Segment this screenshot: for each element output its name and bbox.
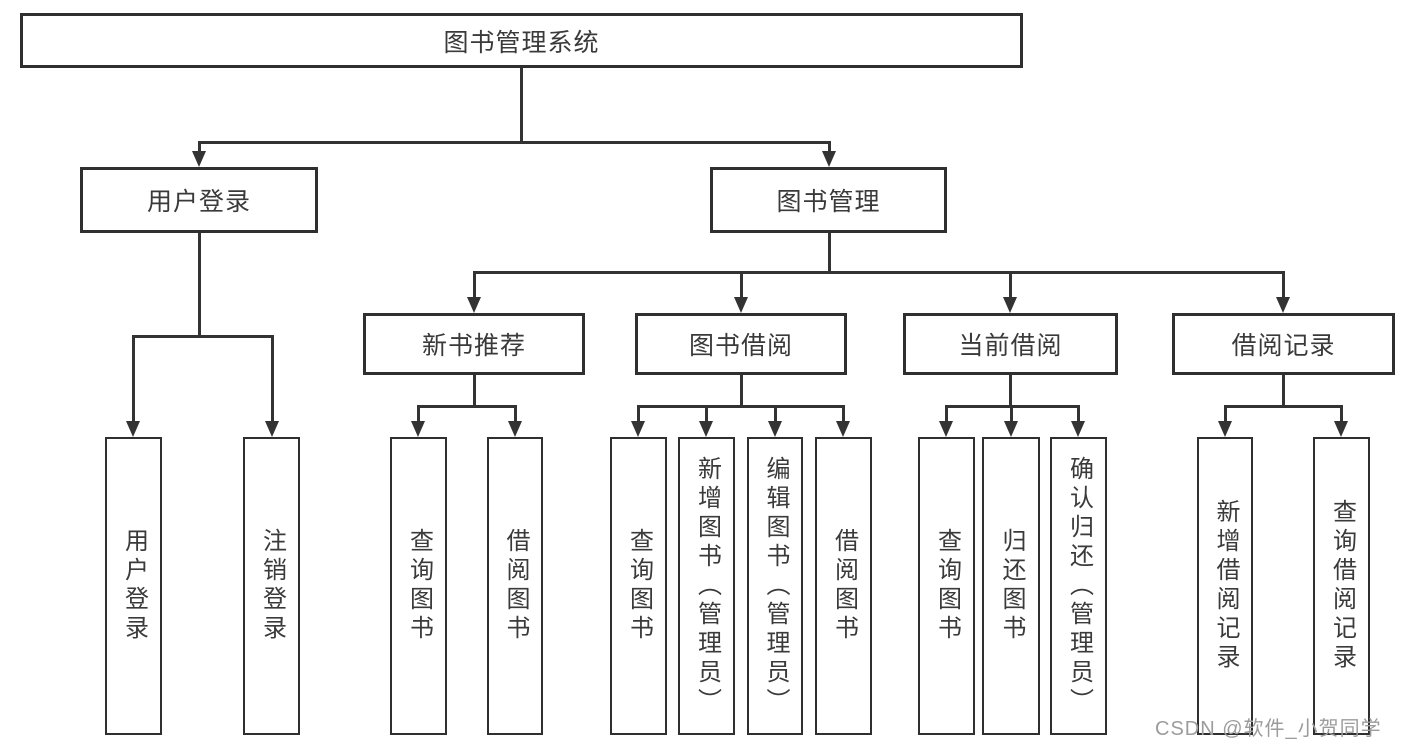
leaf-query-books-recommend: 查询图书 [390,437,447,735]
arrow-to-leaf-logout [265,335,279,437]
node-current-borrowing: 当前借阅 [903,313,1118,375]
leaf-query-books-borrow: 查询图书 [610,437,667,735]
arrow-to-leaf-edit-books [768,405,782,437]
leaf-borrow-books: 借阅图书 [815,437,872,735]
arrow-to-leaf-user-login [126,335,140,437]
arrow-to-leaf-query-current [939,405,953,437]
arrow-to-user-login [192,141,206,167]
arrow-to-current-borrowing [1003,271,1017,313]
arrow-to-new-book-recommendation [467,271,481,313]
leaf-label: 借阅图书 [502,528,529,644]
node-new-book-recommendation: 新书推荐 [363,313,585,375]
leaf-label: 借阅图书 [830,528,858,644]
leaf-return-books: 归还图书 [982,437,1040,735]
leaf-label: 查询图书 [405,528,433,644]
connector-user-login-stem [198,233,201,338]
connector-root-bar [198,141,831,144]
csdn-watermark: CSDN @软件_小贺同学 [1155,718,1382,740]
leaf-label: 新增借阅记录 [1212,499,1239,673]
connector-recommend-stem [473,375,476,408]
arrow-to-book-management [822,141,836,167]
node-label: 图书管理系统 [443,28,600,57]
leaf-query-borrow-record: 查询借阅记录 [1313,437,1370,735]
leaf-label: 注销登录 [258,528,286,644]
arrow-to-borrowing-records [1276,271,1290,313]
leaf-edit-books-admin: 编辑图书（管理员） [747,437,803,735]
leaf-label: 查询借阅记录 [1328,499,1356,673]
node-label: 图书借阅 [688,332,793,360]
connector-user-login-bar [132,335,274,338]
leaf-borrow-books-recommend: 借阅图书 [487,437,543,735]
leaf-query-books-current: 查询图书 [918,437,975,735]
connector-borrowing-bar [637,405,845,408]
connector-borrowing-stem [740,375,743,408]
node-label: 借阅记录 [1231,332,1336,360]
leaf-confirm-return-admin: 确认归还（管理员） [1050,437,1107,735]
connector-records-bar [1224,405,1343,408]
leaf-add-borrow-record: 新增借阅记录 [1197,437,1253,735]
arrow-to-book-borrowing [734,271,748,313]
arrow-to-leaf-return-books [1004,405,1018,437]
connector-current-stem [1009,375,1012,408]
connector-root-stem [520,66,523,143]
leaf-label: 查询图书 [625,528,653,644]
leaf-add-books-admin: 新增图书（管理员） [678,437,735,735]
node-label: 用户登录 [146,188,251,216]
node-label: 新书推荐 [421,332,526,360]
leaf-logout: 注销登录 [243,437,300,735]
leaf-label: 查询图书 [933,528,961,644]
arrow-to-leaf-borrow-recommend [508,405,522,437]
node-borrowing-records: 借阅记录 [1172,313,1395,375]
arrow-to-leaf-query-record [1334,405,1348,437]
leaf-label: 归还图书 [998,528,1025,644]
node-label: 当前借阅 [958,332,1063,360]
leaf-label: 确认归还（管理员） [1065,455,1093,717]
leaf-user-login: 用户登录 [105,437,162,735]
arrow-to-leaf-confirm-return [1071,405,1085,437]
arrow-to-leaf-query-recommend [411,405,425,437]
connector-records-stem [1282,375,1285,408]
node-book-borrowing: 图书借阅 [635,313,847,375]
node-library-management-system: 图书管理系统 [20,13,1023,68]
arrow-to-leaf-query-borrow [631,405,645,437]
node-book-management: 图书管理 [710,167,947,233]
connector-recommend-bar [417,405,517,408]
leaf-label: 编辑图书（管理员） [762,455,789,717]
connector-book-mgmt-stem [828,233,831,274]
node-user-login: 用户登录 [80,167,318,233]
arrow-to-leaf-add-books [699,405,713,437]
node-label: 图书管理 [776,188,881,216]
arrow-to-leaf-add-record [1218,405,1232,437]
leaf-label: 新增图书（管理员） [693,455,721,717]
arrow-to-leaf-borrow-books [836,405,850,437]
leaf-label: 用户登录 [120,528,148,644]
connector-book-mgmt-bar [473,271,1285,274]
